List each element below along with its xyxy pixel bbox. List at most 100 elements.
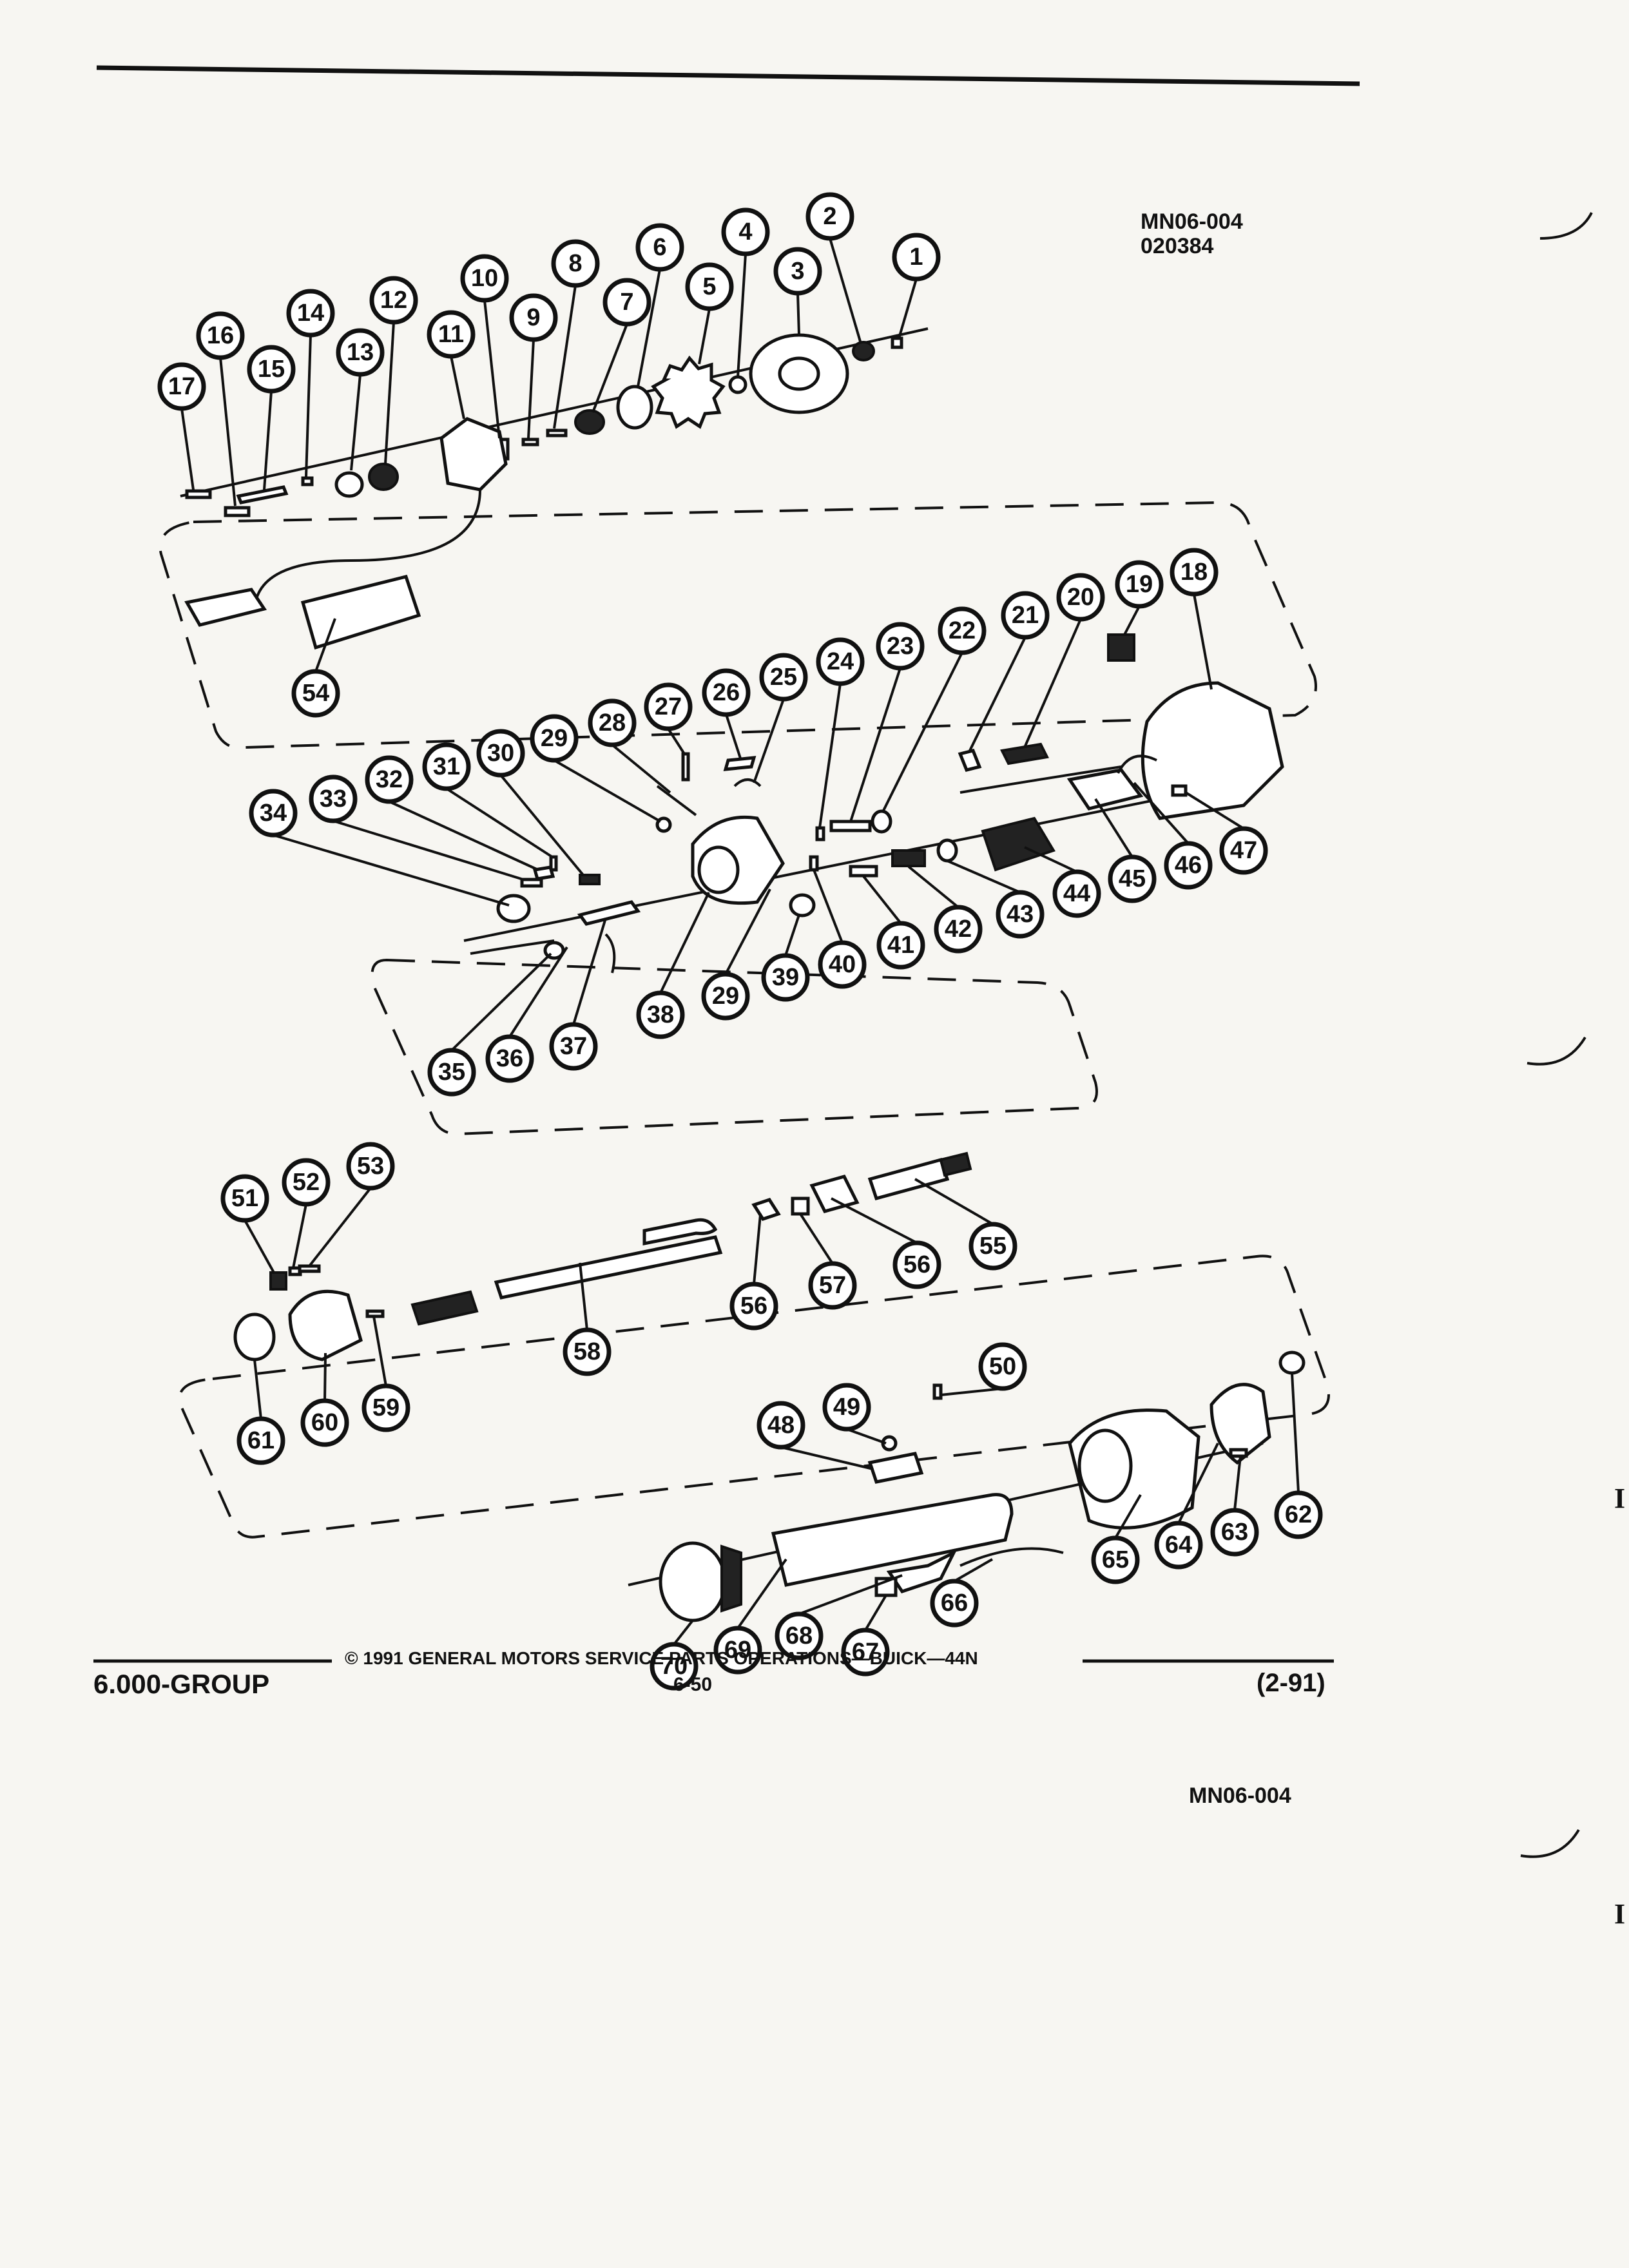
callout-37: 37 — [549, 1022, 598, 1071]
callout-14: 14 — [286, 289, 335, 338]
callout-64: 64 — [1154, 1521, 1203, 1570]
svg-text:42: 42 — [945, 916, 972, 943]
callout-23: 23 — [876, 622, 925, 671]
callout-5: 5 — [685, 262, 734, 311]
svg-text:24: 24 — [827, 648, 854, 675]
callout-68: 68 — [775, 1611, 824, 1660]
callout-40: 40 — [818, 940, 867, 989]
part-56-joint — [809, 1175, 860, 1213]
callout-45: 45 — [1108, 854, 1157, 903]
svg-text:3: 3 — [791, 258, 804, 285]
svg-text:22: 22 — [949, 617, 976, 644]
svg-text:56: 56 — [740, 1293, 767, 1320]
part-35-wire — [470, 939, 555, 955]
part-63-spring — [1229, 1448, 1248, 1458]
footer-revision: (2-91) — [1257, 1669, 1325, 1697]
callout-54: 54 — [291, 669, 340, 718]
svg-text:18: 18 — [1181, 559, 1208, 586]
svg-text:66: 66 — [941, 1590, 968, 1617]
punch-mark — [1527, 1036, 1586, 1066]
callout-28: 28 — [588, 698, 637, 747]
callout-65: 65 — [1091, 1535, 1140, 1584]
footer-copyright: © 1991 GENERAL MOTORS SERVICE PARTS OPER… — [345, 1648, 978, 1668]
svg-text:54: 54 — [302, 680, 329, 707]
svg-text:38: 38 — [647, 1001, 674, 1028]
part-53-screw — [298, 1264, 321, 1273]
svg-text:40: 40 — [829, 951, 856, 978]
callout-24: 24 — [816, 637, 865, 686]
svg-text:29: 29 — [712, 983, 739, 1010]
part-50-screw — [932, 1383, 943, 1400]
svg-text:5: 5 — [702, 273, 716, 300]
margin-mark: I — [1614, 1483, 1626, 1514]
svg-text:25: 25 — [770, 664, 797, 691]
callout-34: 34 — [249, 789, 298, 838]
callout-52: 52 — [282, 1158, 331, 1207]
svg-text:60: 60 — [311, 1409, 338, 1436]
svg-text:15: 15 — [258, 356, 285, 383]
callout-63: 63 — [1210, 1508, 1259, 1557]
svg-text:17: 17 — [168, 373, 195, 400]
callout-50: 50 — [978, 1342, 1027, 1391]
svg-text:36: 36 — [496, 1045, 523, 1072]
svg-text:34: 34 — [260, 800, 287, 827]
part-23-pin — [829, 820, 872, 832]
callout-1: 1 — [892, 233, 941, 282]
part-27-screw — [681, 752, 690, 782]
svg-text:37: 37 — [560, 1033, 587, 1060]
svg-text:49: 49 — [833, 1394, 860, 1421]
svg-text:4: 4 — [738, 218, 752, 245]
part-21-clip — [958, 749, 982, 772]
svg-text:39: 39 — [772, 964, 799, 991]
callout-29: 29 — [530, 714, 579, 763]
footer-doc-id: MN06-004 — [1189, 1783, 1291, 1808]
callout-29b: 29 — [701, 972, 750, 1021]
svg-text:47: 47 — [1230, 837, 1257, 864]
svg-text:57: 57 — [819, 1272, 846, 1299]
part-61-plate — [233, 1312, 276, 1361]
callout-6: 6 — [635, 223, 684, 272]
callout-30: 30 — [476, 729, 525, 778]
part-57-bearing — [791, 1196, 810, 1216]
callout-43: 43 — [996, 890, 1045, 939]
svg-text:2: 2 — [823, 203, 836, 230]
part-32-washer — [532, 865, 555, 881]
part-69-jacket — [771, 1493, 1014, 1587]
part-48-bracket — [867, 1452, 924, 1484]
shaft-coupler — [410, 1290, 479, 1326]
footer-group-label: 6.000-GROUP — [93, 1669, 270, 1699]
svg-text:52: 52 — [293, 1169, 320, 1196]
callout-48: 48 — [757, 1401, 805, 1450]
callout-47: 47 — [1219, 826, 1268, 875]
part-28-pin — [656, 785, 697, 816]
part-11-turn-signal-switch — [439, 417, 508, 492]
svg-text:55: 55 — [979, 1233, 1007, 1260]
part-18-housing — [1141, 681, 1284, 820]
svg-text:50: 50 — [989, 1353, 1016, 1380]
group-boundary — [371, 958, 1098, 1136]
callout-2: 2 — [805, 192, 854, 241]
svg-text:45: 45 — [1119, 865, 1146, 892]
svg-text:56: 56 — [903, 1251, 930, 1278]
svg-text:9: 9 — [526, 304, 540, 331]
part-62-switch — [1278, 1350, 1306, 1375]
callout-36: 36 — [485, 1034, 534, 1083]
svg-text:67: 67 — [852, 1639, 879, 1666]
callout-7: 7 — [602, 278, 651, 327]
svg-text:28: 28 — [599, 709, 626, 736]
callout-25: 25 — [759, 653, 808, 702]
svg-text:70: 70 — [660, 1653, 688, 1680]
punch-mark — [1520, 1829, 1580, 1858]
svg-text:53: 53 — [357, 1153, 384, 1180]
part-67-switch — [874, 1577, 898, 1597]
svg-text:48: 48 — [767, 1412, 795, 1439]
part-59-screw — [365, 1309, 385, 1318]
callout-41: 41 — [876, 921, 925, 970]
part-20-key-warning — [1000, 742, 1049, 765]
svg-text:21: 21 — [1012, 602, 1039, 629]
callout-12: 12 — [369, 276, 418, 325]
part-12-bearing — [368, 463, 399, 491]
part-54-cover — [300, 575, 421, 650]
callout-17: 17 — [157, 362, 206, 411]
